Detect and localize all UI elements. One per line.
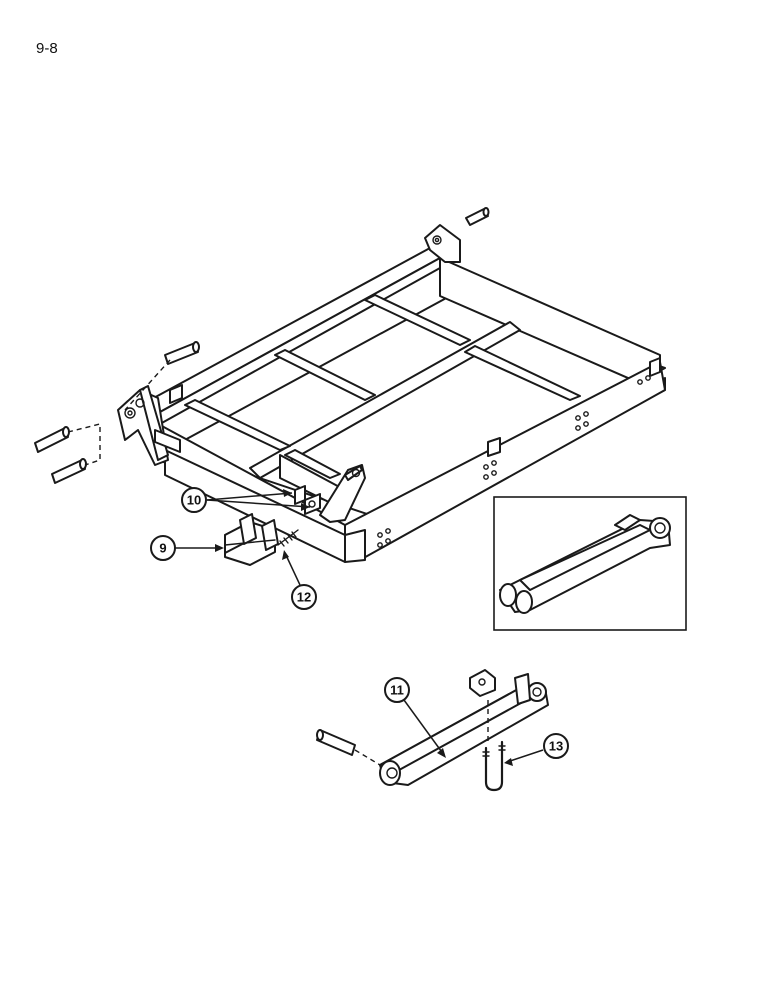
page-number: 9-8 <box>36 40 58 57</box>
part-12-bolt <box>277 529 299 547</box>
callout-12-label: 12 <box>297 590 311 605</box>
top-right-hitch-bracket <box>424 207 490 263</box>
detail-inset <box>493 496 687 631</box>
left-pins <box>34 341 200 484</box>
callout-13: 13 <box>504 733 569 766</box>
callout-11-label: 11 <box>390 683 404 698</box>
part-9-hitch-clevis <box>224 513 279 566</box>
callout-11: 11 <box>384 677 446 758</box>
callout-9-label: 9 <box>159 541 166 556</box>
center-mount-bracket <box>294 464 366 523</box>
callout-13-label: 13 <box>549 739 563 754</box>
callout-10: 10 <box>181 487 311 513</box>
main-frame <box>149 247 666 563</box>
callout-12: 12 <box>282 550 317 610</box>
callout-10-label: 10 <box>187 493 201 508</box>
left-hitch-bracket <box>117 385 181 466</box>
part-11-drawbar <box>316 669 549 786</box>
part-13-u-bolt <box>482 740 506 792</box>
callout-9: 9 <box>150 535 224 561</box>
